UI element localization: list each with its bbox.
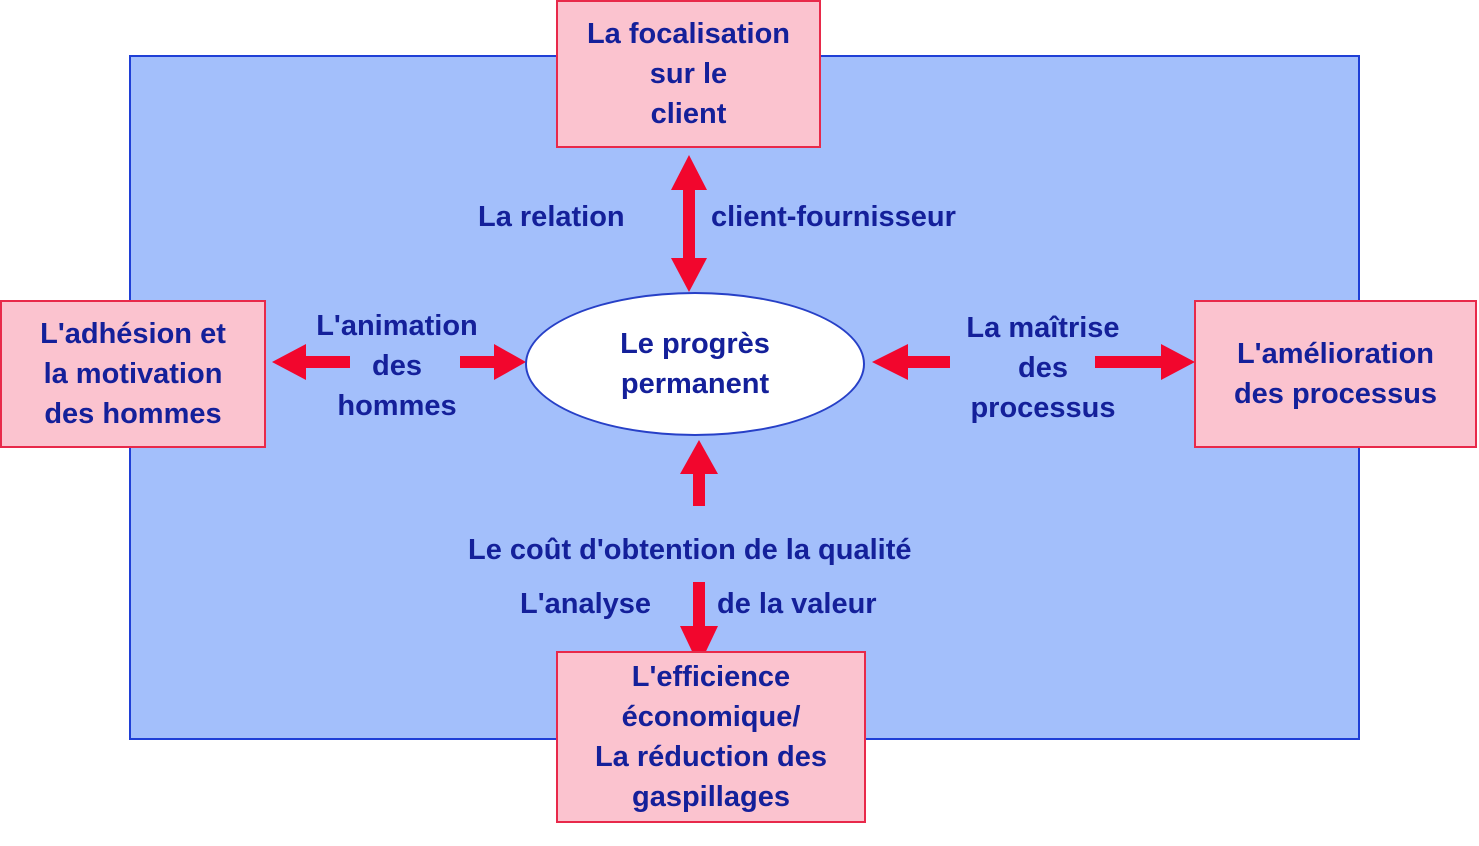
arrow-top-double [671, 155, 707, 292]
center-ellipse-text: Le progrès permanent [620, 328, 770, 400]
center-ellipse: Le progrès permanent [525, 292, 865, 436]
box-economic-efficiency: L'efficience économique/ La réduction de… [556, 651, 866, 823]
arrow-right-outward [1095, 344, 1195, 380]
box-customer-focus: La focalisation sur le client [556, 0, 821, 148]
label-people-animation: L'animation des hommes [316, 310, 478, 422]
arrow-left-inward [460, 344, 526, 380]
label-process-control: La maîtrise des processus [966, 312, 1120, 424]
label-analysis: L'analyse [520, 588, 652, 620]
arrow-left-outward [272, 344, 350, 380]
box-customer-focus-text: La focalisation sur le client [586, 18, 791, 130]
box-process-improvement: L'amélioration des processus [1194, 300, 1477, 448]
arrow-bottom-up [680, 440, 718, 506]
arrow-bottom-down [680, 582, 718, 666]
box-people-commitment-text: L'adhésion et la motivation des hommes [40, 318, 226, 430]
box-people-commitment: L'adhésion et la motivation des hommes [0, 300, 266, 448]
box-process-improvement-text: L'amélioration des processus [1233, 338, 1438, 410]
label-quality-cost: Le coût d'obtention de la qualité [468, 534, 912, 566]
label-client-supplier: client-fournisseur [711, 201, 956, 233]
label-value: de la valeur [717, 588, 877, 620]
label-relation: La relation [478, 201, 625, 233]
arrow-right-inward [872, 344, 950, 380]
box-economic-efficiency-text: L'efficience économique/ La réduction de… [594, 661, 828, 813]
